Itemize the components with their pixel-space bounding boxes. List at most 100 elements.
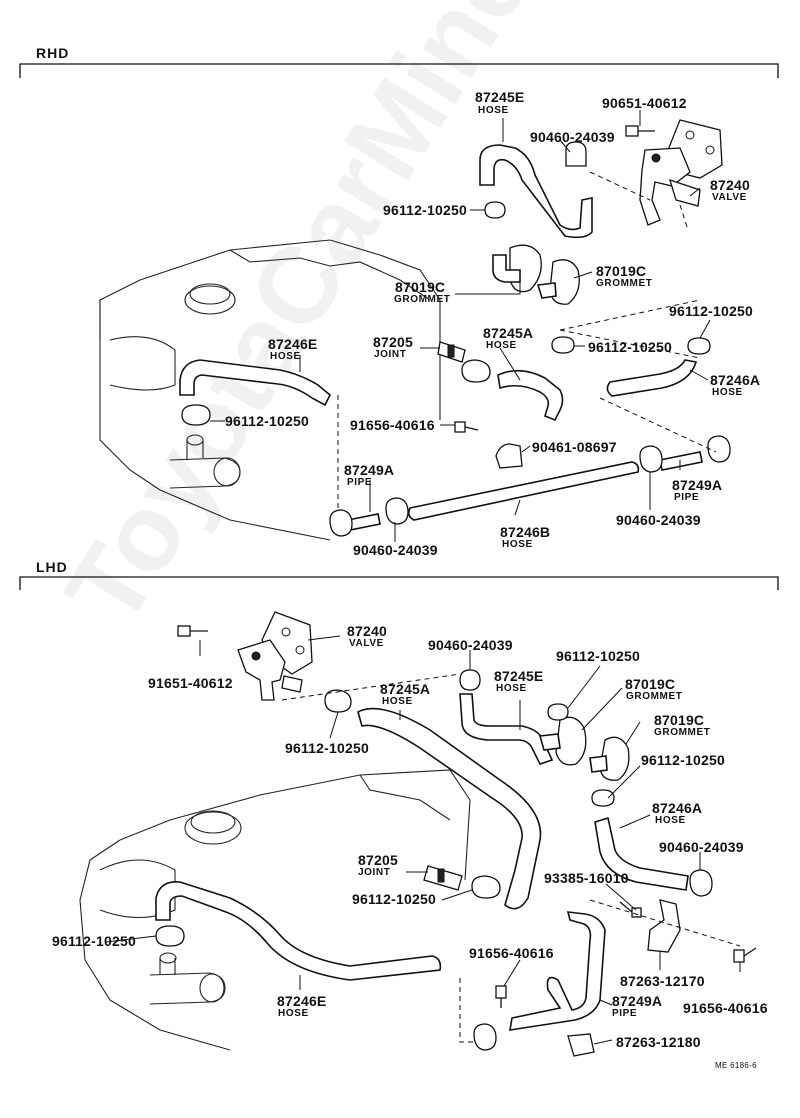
rhd-clamp-90461-08697	[495, 443, 523, 469]
lhd-part-number: 87246E	[277, 993, 327, 1009]
rhd-part-name: HOSE	[486, 340, 517, 351]
lhd-grommet-87019c-upper	[538, 716, 587, 766]
lhd-part-number: 87205	[358, 852, 398, 868]
lhd-part-number: 87249A	[612, 993, 663, 1009]
rhd-clamp-96112-10250-right	[687, 337, 711, 355]
rhd-clamp-96112-10250-top	[484, 201, 506, 219]
lhd-bracket-87263-12170	[647, 899, 681, 953]
lhd-pipe-87249a	[509, 911, 606, 1031]
rhd-part-number: 87249A	[344, 462, 395, 478]
rhd-clamp-90460-24039-top	[565, 141, 587, 167]
rhd-part-number: 87246B	[500, 524, 551, 540]
rhd-joint-87205	[437, 341, 466, 363]
lhd-grommet-87019c-lower	[589, 736, 630, 781]
rhd-part-number: 87245E	[475, 89, 525, 105]
lhd-part-name: GROMMET	[654, 727, 711, 738]
rhd-pipe-87249a-left	[347, 513, 381, 531]
rhd-clamp-90460-24039-bottom-right	[639, 445, 663, 473]
rhd-hose-87246a	[606, 359, 698, 397]
rhd-part-name: HOSE	[712, 387, 743, 398]
rhd-part-name: PIPE	[347, 477, 373, 488]
rhd-part-number: 90460-24039	[530, 129, 615, 145]
rhd-part-name: HOSE	[478, 105, 509, 116]
rhd-part-number: 91656-40616	[350, 417, 435, 433]
lhd-part-number: 87245E	[494, 668, 544, 684]
lhd-part-name: JOINT	[358, 867, 391, 878]
rhd-part-number: 90460-24039	[616, 512, 701, 528]
lhd-part-number: 90460-24039	[428, 637, 513, 653]
lhd-leader-lines	[105, 635, 741, 1045]
rhd-section-title: RHD	[36, 45, 70, 61]
lhd-part-number: 93385-16010	[544, 870, 629, 886]
rhd-part-number: 96112-10250	[588, 339, 672, 355]
rhd-grommet-87019c-left	[492, 244, 542, 293]
lhd-part-name: VALVE	[349, 638, 384, 649]
lhd-clamp-90460-24039-right	[689, 869, 713, 897]
rhd-part-name: GROMMET	[394, 294, 451, 305]
rhd-grommet-87019c-right	[536, 259, 580, 305]
lhd-part-name: HOSE	[655, 815, 686, 826]
lhd-part-number: 87240	[347, 623, 387, 639]
rhd-part-number: 87240	[710, 177, 750, 193]
lhd-section-frame	[19, 576, 779, 590]
lhd-part-number: 87263-12170	[620, 973, 705, 989]
rhd-clamp-96112-10250-far-right	[707, 435, 731, 463]
lhd-part-number: 91656-40616	[469, 945, 554, 961]
lhd-bolt-91651-40612	[177, 625, 208, 637]
rhd-hose-87246e	[179, 359, 331, 407]
rhd-part-number: 87205	[373, 334, 413, 350]
rhd-engine-outline	[99, 239, 441, 541]
rhd-part-name: HOSE	[270, 351, 301, 362]
lhd-bracket-87263-12180	[567, 1033, 595, 1057]
rhd-part-number: 87019C	[596, 263, 647, 279]
lhd-part-number: 91656-40616	[683, 1000, 768, 1016]
rhd-hose-87245a	[497, 369, 564, 422]
lhd-clamp-96112-10250-right	[547, 703, 569, 721]
lhd-part-name: HOSE	[496, 683, 527, 694]
lhd-part-number: 87019C	[625, 676, 676, 692]
rhd-clamp-90460-24039-bottom-left	[329, 509, 353, 537]
rhd-clamp-96112-10250-mid	[551, 336, 575, 354]
lhd-part-number: 87019C	[654, 712, 705, 728]
figure-code: ME 6186-6	[715, 1061, 757, 1070]
rhd-clamp-96112-joint	[461, 359, 491, 383]
lhd-section-title: LHD	[36, 559, 68, 575]
lhd-hose-87245e	[459, 693, 554, 765]
lhd-bolt-93385-16010	[619, 901, 642, 918]
lhd-part-name: GROMMET	[626, 691, 683, 702]
lhd-clamp-96112-10250-valve	[324, 689, 352, 713]
lhd-part-number: 96112-10250	[556, 648, 640, 664]
rhd-part-number: 87019C	[395, 279, 446, 295]
rhd-leader-lines	[210, 110, 711, 542]
rhd-part-number: 87246A	[710, 372, 761, 388]
rhd-hose-87245e	[479, 144, 593, 239]
lhd-bolt-91656-40616-right	[733, 947, 757, 963]
rhd-bolt-91656-40616	[454, 421, 479, 433]
rhd-bolt-90651-40612	[625, 125, 655, 137]
rhd-part-name: VALVE	[712, 192, 747, 203]
rhd-part-name: JOINT	[374, 349, 407, 360]
lhd-valve-87240	[237, 611, 313, 701]
rhd-part-number: 87249A	[672, 477, 723, 493]
lhd-bolt-91656-40616-center	[495, 985, 507, 1008]
rhd-part-number: 87246E	[268, 336, 318, 352]
rhd-part-number: 87245A	[483, 325, 534, 341]
rhd-hose-87246b	[407, 461, 640, 521]
rhd-pipe-87249a-right	[659, 451, 703, 471]
lhd-engine-outline	[79, 769, 471, 1051]
lhd-clamp-96112-10250-left	[155, 925, 185, 947]
rhd-part-number: 90651-40612	[602, 95, 687, 111]
rhd-clamp-90460-24039-bottom-mid	[385, 497, 409, 525]
rhd-part-name: PIPE	[674, 492, 700, 503]
lhd-part-number: 91651-40612	[148, 675, 233, 691]
lhd-part-number: 96112-10250	[641, 752, 725, 768]
lhd-part-name: PIPE	[612, 1008, 638, 1019]
rhd-part-number: 96112-10250	[225, 413, 309, 429]
lhd-part-name: HOSE	[278, 1008, 309, 1019]
lhd-part-number: 96112-10250	[352, 891, 436, 907]
rhd-part-number: 96112-10250	[383, 202, 467, 218]
rhd-part-number: 90461-08697	[532, 439, 617, 455]
lhd-clamp-96112-10250-mid-right	[591, 789, 615, 807]
rhd-valve-87240	[639, 119, 723, 226]
